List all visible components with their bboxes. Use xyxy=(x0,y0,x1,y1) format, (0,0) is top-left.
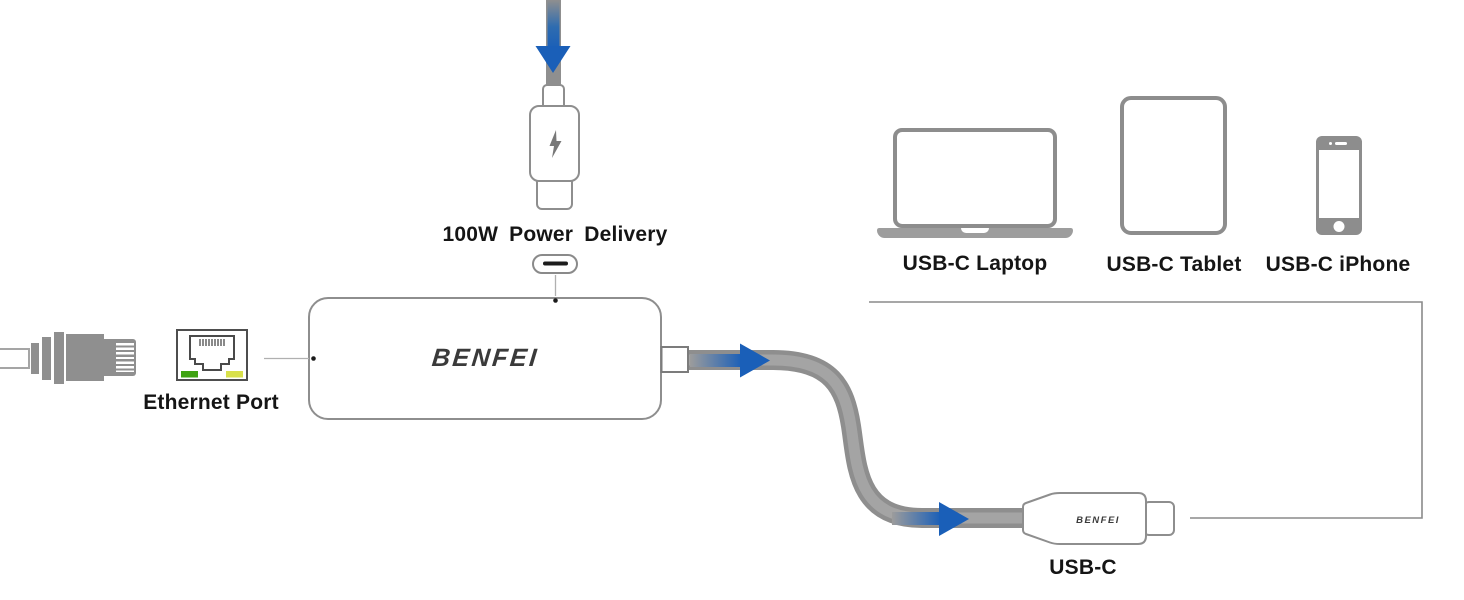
usbc-hub: BENFEI xyxy=(308,297,662,420)
phone-camera-dot xyxy=(1329,142,1332,145)
power-plug-neck xyxy=(542,84,565,110)
laptop-notch xyxy=(961,228,989,233)
ethernet-port-label: Ethernet Port xyxy=(143,391,279,414)
ethernet-plug-ring xyxy=(42,337,51,380)
power-delivery-label: 100W Power Delivery xyxy=(442,223,668,246)
usbc-connector-body xyxy=(1022,492,1147,545)
ethernet-plug-tip xyxy=(0,348,30,369)
cable-flow-arrow-1-icon xyxy=(690,343,770,378)
device-connection-line xyxy=(869,301,1423,519)
ethernet-plug-body xyxy=(66,334,104,381)
tablet-icon xyxy=(1120,96,1227,235)
lightning-icon xyxy=(549,129,561,158)
rj45-jack-icon xyxy=(181,335,243,378)
power-plug-icon xyxy=(529,105,580,182)
ethernet-plug-ring xyxy=(31,343,39,374)
power-flow-arrow-icon xyxy=(535,0,571,73)
phone-home-button xyxy=(1333,221,1345,232)
laptop-icon xyxy=(893,128,1057,228)
led-yellow xyxy=(226,371,243,378)
phone-speaker-bar xyxy=(1335,142,1347,145)
usbc-connector-tip xyxy=(1143,501,1175,536)
power-plug-tip xyxy=(536,178,573,210)
ethernet-plug-head xyxy=(104,339,136,376)
ethernet-plug-ring xyxy=(54,332,64,384)
usbc-tablet-label: USB-C Tablet xyxy=(1106,253,1242,276)
hub-brand-logo: BENFEI xyxy=(430,344,540,372)
ethernet-plug-pins xyxy=(116,343,134,372)
hub-cable-connector xyxy=(660,346,689,373)
usbc-iphone-label: USB-C iPhone xyxy=(1265,253,1411,276)
connector-brand-logo: BENFEI xyxy=(1076,515,1120,526)
ethernet-port-icon xyxy=(176,329,248,381)
phone-screen xyxy=(1319,150,1359,218)
usbc-cable-label: USB-C xyxy=(1049,556,1117,579)
usbc-connector-icon: BENFEI xyxy=(1022,492,1175,545)
usbc-cable xyxy=(688,350,1025,528)
led-green xyxy=(181,371,198,378)
cable-flow-arrow-2-icon xyxy=(892,502,969,536)
rj45-pins xyxy=(199,339,225,346)
power-cable xyxy=(546,0,561,85)
usbc-laptop-label: USB-C Laptop xyxy=(902,252,1048,275)
usbc-port-pill-icon xyxy=(532,254,578,274)
iphone-icon xyxy=(1316,136,1362,235)
laptop-base xyxy=(877,228,1073,238)
